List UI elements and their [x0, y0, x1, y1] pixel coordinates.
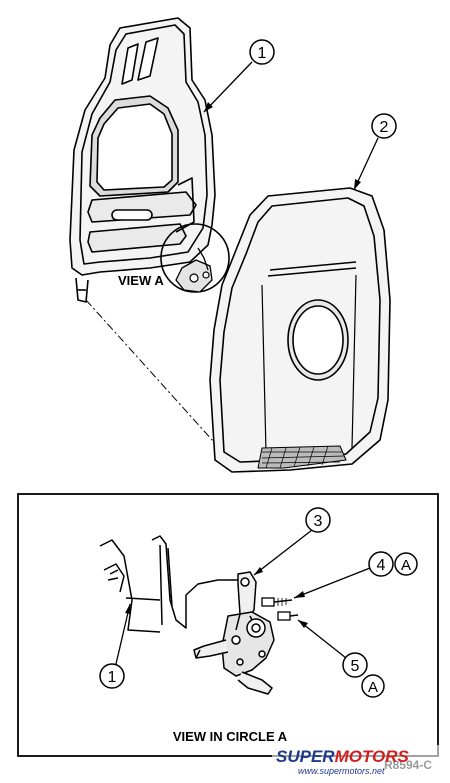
callout-2-number: 2	[380, 119, 389, 136]
callout-3: 3	[253, 507, 331, 576]
view-a-label: VIEW A	[118, 273, 164, 288]
callout-5: 5 A	[297, 619, 385, 698]
view-in-circle-label: VIEW IN CIRCLE A	[173, 729, 288, 744]
view-a-circle	[160, 223, 230, 293]
watermark-brand-super: SUPER	[276, 747, 335, 766]
callout-1-top-number: 1	[258, 45, 267, 62]
callout-5-number: 5	[351, 658, 360, 675]
callout-2: 2	[353, 113, 397, 191]
watermark-brand-motors: MOTORS	[335, 747, 410, 766]
bolt-4	[261, 597, 293, 607]
callout-4-suffix: A	[401, 557, 411, 574]
alignment-line	[85, 299, 233, 463]
callout-3-number: 3	[314, 513, 323, 530]
watermark-url: www.supermotors.net	[298, 766, 385, 776]
seat-back-cushion	[209, 187, 391, 473]
recliner-mechanism	[193, 571, 275, 695]
callout-5-suffix: A	[368, 679, 378, 696]
seat-back-frame	[69, 17, 216, 303]
callout-4-number: 4	[377, 557, 386, 574]
detail-seat-back-edge	[99, 535, 240, 633]
watermark: SUPERMOTORS www.supermotors.net	[272, 745, 444, 776]
bolt-5	[277, 611, 299, 621]
svg-text:SUPERMOTORS: SUPERMOTORS	[276, 747, 410, 766]
callout-4: 4 A	[293, 551, 418, 599]
callout-1-top: 1	[203, 39, 275, 113]
callout-1-detail: 1	[99, 603, 131, 689]
callout-1-detail-number: 1	[108, 669, 117, 686]
